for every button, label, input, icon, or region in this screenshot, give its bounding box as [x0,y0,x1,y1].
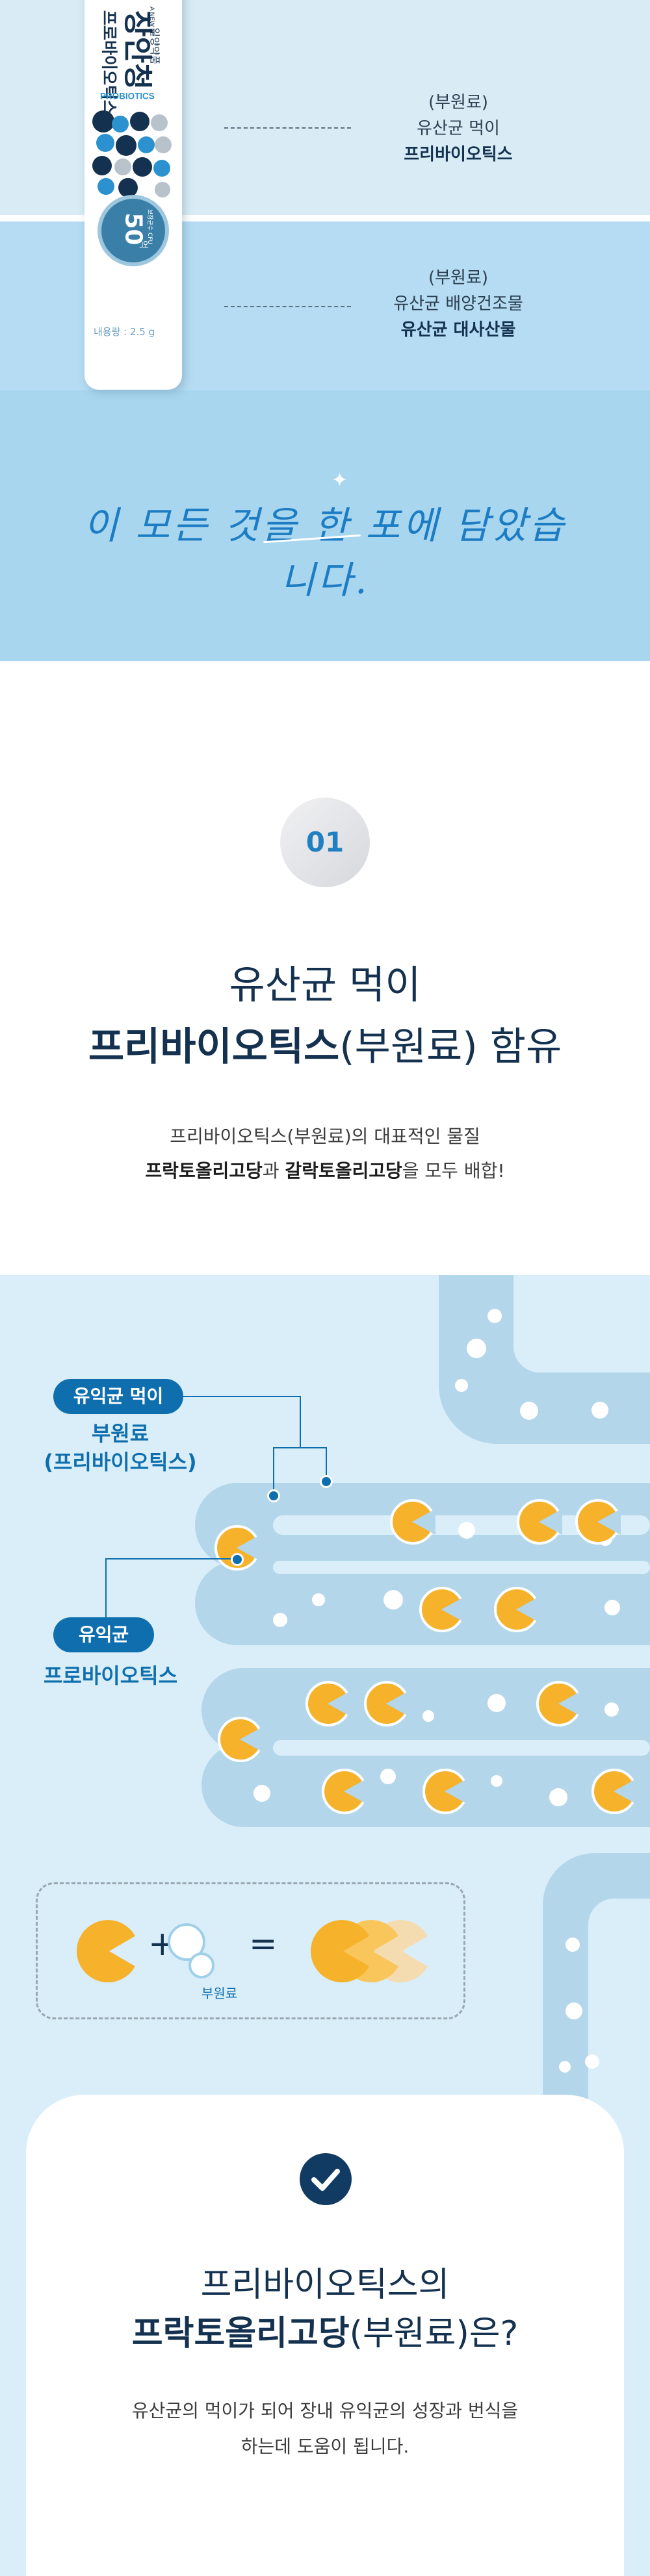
card-heading-bold: 프락토올리고당 [131,2314,350,2353]
prebiotic-pill: 유익균 먹이 [53,1379,183,1414]
product-stick-text: A NEW M 일양약품 장안청 프로바이오틱스 PROBIOTICS [100,6,161,115]
info-card: 프리바이오틱스의 프락토올리고당(부원료)은? 유산균의 먹이가 되어 장내 유… [26,2095,624,2576]
intro-para-end: 을 모두 배합! [402,1160,505,1181]
card-heading-line1: 프리바이오틱스의 [200,2266,450,2305]
card-para-line1: 유산균의 먹이가 되어 장내 유익균의 성장과 번식을 [131,2400,519,2421]
net-weight-label: 내용량 : 2.5 g [94,326,155,338]
intro-heading-bold: 프리바이오틱스 [88,1024,340,1070]
intro-section: 01 유산균 먹이 프리바이오틱스(부원료) 함유 프리바이오틱스(부원료)의 … [0,661,650,1275]
band-divider [0,215,650,221]
ingredient-2-connector [224,306,351,307]
prebiotic-bubble-icon [168,1923,205,1961]
probiotic-connector-h [105,1558,235,1559]
ingredient-2-line1: (부원료) [428,268,489,288]
prebiotic-pointer-2 [320,1475,333,1488]
probiotic-pointer [231,1553,244,1566]
intro-para-mid: 과 [262,1160,285,1181]
svg-text:억: 억 [138,240,148,249]
card-heading-line2: 프락토올리고당(부원료)은? [26,2306,624,2355]
cfu-badge: 50 억 보장균수 CFU [98,195,169,266]
probiotic-icon [77,1920,140,1982]
equals-sign: = [249,1925,278,1964]
ingredient-1-line3: 프리바이오틱스 [404,145,513,164]
sub-label-text: PROBIOTICS [100,92,155,101]
ingredient-1: (부원료) 유산균 먹이 프리바이오틱스 [361,90,556,168]
ingredient-1-connector [224,127,351,129]
sparkle-icon: ✦ [332,469,348,492]
intro-para-bold2: 갈락토올리고당 [285,1160,402,1181]
ingredient-1-line1: (부원료) [428,93,489,112]
prebiotic-pointer [267,1489,280,1502]
intro-para-line1: 프리바이오틱스(부원료)의 대표적인 물질 [170,1126,480,1147]
intro-heading-line2: 프리바이오틱스(부원료) 함유 [0,1015,650,1072]
small-label-text: 일양약품 [149,28,161,65]
intestine-section: 유익균 먹이 부원료 (프리바이오틱스) 유익균 프로바이오틱스 + 부원료 =… [0,1275,650,2576]
prebiotic-connector-h [183,1396,300,1397]
probiotic-label: 프로바이오틱스 [43,1663,178,1688]
probiotic-pill: 유익균 [53,1617,154,1652]
card-para-line2: 하는데 도움이 됩니다. [240,2436,410,2457]
intro-para-bold1: 프락토올리고당 [145,1160,263,1181]
intro-heading-rest: (부원료) 함유 [339,1024,562,1070]
vertical-label-text: 프로바이오틱스 [100,10,119,115]
section-number: 01 [306,826,344,858]
prebiotic-label: 부원료 (프리바이오틱스) [20,1419,221,1476]
ingredient-1-line2: 유산균 먹이 [417,119,500,138]
cfu-badge-unit: 억 보장균수 CFU [138,209,153,249]
ingredient-2-line2: 유산균 배양건조물 [393,294,523,314]
intro-heading-line1: 유산균 먹이 [229,963,421,1008]
prebiotic-label-line2: (프리바이오틱스) [44,1450,197,1474]
prebiotic-bubble-small-icon [188,1952,214,1978]
checkmark-icon [300,2153,352,2205]
section-number-badge: 01 [280,798,370,887]
prebiotic-connector-h2 [273,1447,326,1448]
equation-box: + 부원료 = [36,1882,465,2019]
prebiotic-connector-v3 [326,1447,327,1480]
grown-probiotic-1-icon [311,1920,374,1982]
product-section: A NEW M 일양약품 장안청 프로바이오틱스 PROBIOTICS 50 [0,0,650,661]
equation-caption: 부원료 [202,1986,238,2001]
prebiotic-label-line1: 부원료 [91,1421,150,1446]
ingredient-2: (부원료) 유산균 배양건조물 유산균 대사산물 [361,265,556,343]
ingredient-2-line3: 유산균 대사산물 [400,320,516,340]
product-stick: A NEW M 일양약품 장안청 프로바이오틱스 PROBIOTICS 50 [84,0,182,390]
intro-para-line2: 프락토올리고당과 갈락토올리고당을 모두 배합! [0,1157,650,1183]
prebiotic-connector-v [300,1396,301,1448]
probiotic-connector-v [105,1558,107,1618]
svg-text:보장균수 CFU: 보장균수 CFU [146,209,153,244]
probiotic-beads [92,110,174,221]
product-name-text: 장안청 [120,10,153,90]
card-heading-rest: (부원료)은? [349,2314,519,2353]
slogan-text: 이 모든 것을 한 포에 담았습니다. [83,503,567,602]
prebiotic-connector-v2 [273,1447,274,1494]
brand-text: A NEW M [148,6,155,34]
